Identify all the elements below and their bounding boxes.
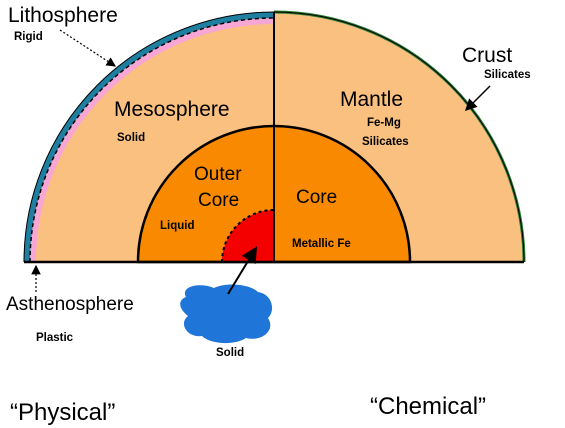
mantle-note-line1: Fe-Mg <box>367 117 401 129</box>
inner-core-layer <box>222 210 274 262</box>
asthenosphere-boundary-dashed <box>29 17 275 263</box>
crust-label: Crust <box>462 44 512 67</box>
outer-core-note: Liquid <box>160 220 195 232</box>
inner-core-arrow <box>227 246 258 295</box>
outer-core-label-line2: Core <box>198 190 239 211</box>
crust-note: Silicates <box>484 69 531 81</box>
chemical-caption: “Chemical” <box>370 393 486 420</box>
outer-core-label-line1: Outer <box>194 164 242 185</box>
lithosphere-arrow <box>59 29 117 67</box>
crust-arrow <box>464 85 491 112</box>
core-label: Core <box>296 187 337 208</box>
mesosphere-note: Solid <box>117 132 145 144</box>
mesosphere-label: Mesosphere <box>114 98 230 121</box>
solid-blob <box>180 284 273 344</box>
lithosphere-note: Rigid <box>14 31 43 43</box>
inner-core-note: Solid <box>216 347 244 359</box>
lithosphere-label: Lithosphere <box>8 4 118 27</box>
core-note: Metallic Fe <box>292 238 351 250</box>
asthenosphere-label: Asthenosphere <box>6 294 134 315</box>
asthenosphere-note: Plastic <box>36 332 74 344</box>
physical-caption: “Physical” <box>10 399 115 426</box>
mantle-label: Mantle <box>340 88 403 111</box>
mantle-note-line2: Silicates <box>362 136 409 148</box>
